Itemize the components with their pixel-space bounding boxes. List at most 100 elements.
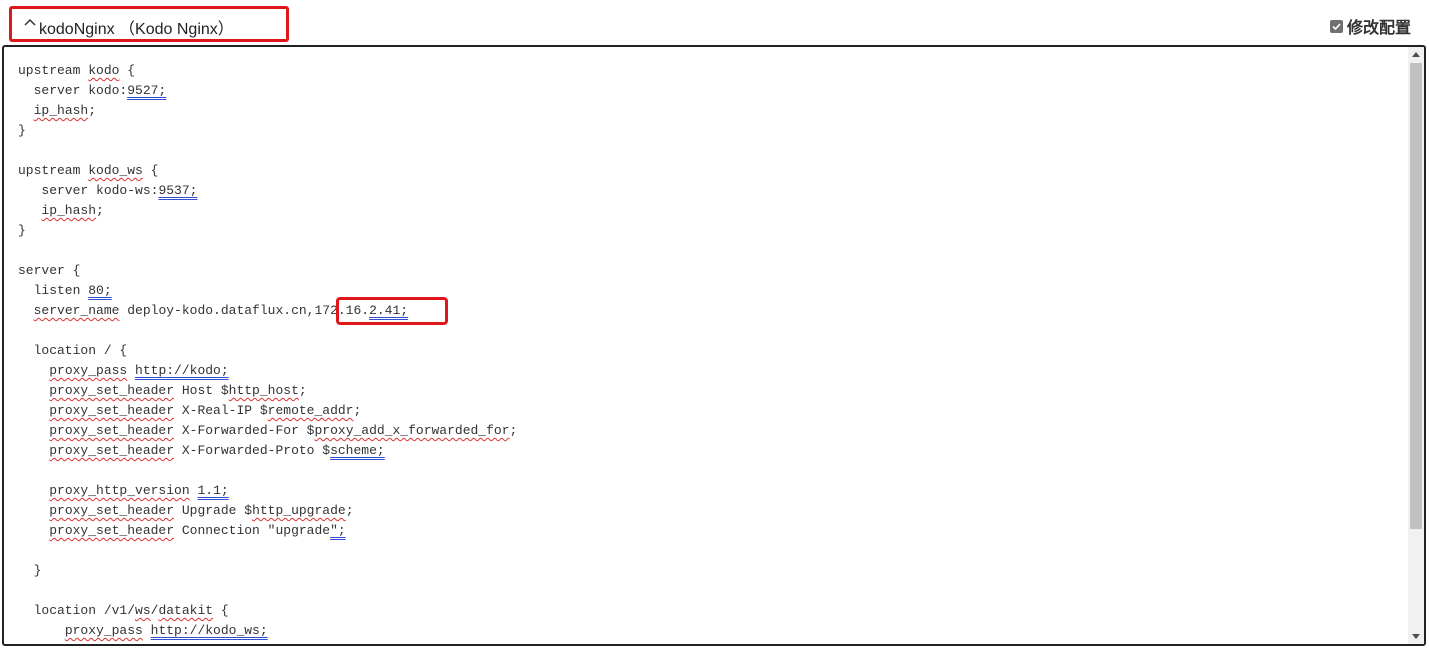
code-token: server { <box>18 263 81 278</box>
code-line[interactable]: proxy_set_header Upgrade $http_upgrade; <box>18 501 517 521</box>
edit-config-label[interactable]: 修改配置 <box>1346 18 1411 37</box>
code-token: http://kodo; <box>135 363 229 378</box>
code-token: upstream <box>18 163 89 178</box>
code-token: http://kodo_ws; <box>150 623 268 638</box>
code-token: { <box>119 63 136 78</box>
code-token: kodo <box>88 63 120 78</box>
code-line[interactable]: } <box>18 221 517 241</box>
code-line[interactable]: } <box>18 121 517 141</box>
code-line[interactable]: proxy_set_header X-Real-IP $remote_addr; <box>18 401 517 421</box>
code-token <box>18 363 49 378</box>
code-line[interactable]: proxy_http_version 1.1; <box>18 481 517 501</box>
code-line[interactable]: location / { <box>18 341 517 361</box>
code-token: "; <box>330 523 346 538</box>
code-token: proxy_set_header <box>49 443 175 458</box>
code-token: scheme; <box>330 443 385 458</box>
code-token: ip_hash <box>41 203 97 218</box>
code-token: 80; <box>88 283 112 298</box>
code-token: server_name <box>33 303 120 318</box>
code-token: ; <box>345 503 354 518</box>
config-code-editor[interactable]: upstream kodo { server kodo:9527; ip_has… <box>2 45 1426 646</box>
code-line[interactable] <box>18 581 517 601</box>
code-token: listen <box>18 283 89 298</box>
code-token: proxy_set_header <box>49 523 175 538</box>
title-highlight-box[interactable]: kodoNginx （Kodo Nginx） <box>9 6 289 42</box>
code-token <box>18 623 65 638</box>
code-token: proxy_set_header <box>49 403 175 418</box>
panel-title: kodoNginx （Kodo Nginx） <box>39 21 234 38</box>
chevron-up-icon[interactable] <box>22 15 38 31</box>
code-token <box>18 383 49 398</box>
code-line[interactable]: upstream kodo_ws { <box>18 161 517 181</box>
code-line[interactable]: proxy_pass http://kodo_ws; <box>18 621 517 641</box>
code-token: proxy_pass <box>49 363 128 378</box>
code-token <box>18 483 49 498</box>
code-token <box>18 303 34 318</box>
vertical-scrollbar[interactable] <box>1408 47 1424 644</box>
code-line[interactable]: proxy_set_header X-Forwarded-Proto $sche… <box>18 441 517 461</box>
scroll-down-arrow-icon[interactable] <box>1412 634 1420 639</box>
scroll-up-arrow-icon[interactable] <box>1412 52 1420 57</box>
code-token: http_host <box>228 383 299 398</box>
code-token <box>18 503 49 518</box>
code-line[interactable]: server_name deploy-kodo.dataflux.cn,172.… <box>18 301 517 321</box>
code-token: proxy_set_header <box>49 383 175 398</box>
config-panel-header: kodoNginx （Kodo Nginx） 修改配置 <box>0 0 1429 46</box>
code-token: 1.1; <box>197 483 229 498</box>
code-line[interactable]: location /v1/ws/datakit { <box>18 601 517 621</box>
code-token: 9527; <box>127 83 167 98</box>
code-token: Host $ <box>174 383 229 398</box>
code-token: datakit <box>158 603 214 618</box>
code-token: server kodo: <box>18 83 128 98</box>
code-token <box>18 203 41 218</box>
code-line[interactable] <box>18 141 517 161</box>
code-line[interactable] <box>18 461 517 481</box>
code-line[interactable]: } <box>18 561 517 581</box>
code-line[interactable]: proxy_pass http://kodo; <box>18 361 517 381</box>
code-token: proxy_set_header <box>49 423 175 438</box>
code-line[interactable]: server kodo:9527; <box>18 81 517 101</box>
code-line[interactable]: upstream kodo { <box>18 61 517 81</box>
code-token: ws <box>135 603 151 618</box>
code-line[interactable] <box>18 241 517 261</box>
code-token: 9537; <box>158 183 198 198</box>
code-token <box>18 423 49 438</box>
code-token: ip_hash <box>33 103 89 118</box>
code-line[interactable]: ip_hash; <box>18 201 517 221</box>
code-line[interactable] <box>18 541 517 561</box>
code-token: X-Real-IP $ <box>174 403 268 418</box>
code-line[interactable]: proxy_set_header Host $http_host; <box>18 381 517 401</box>
code-line[interactable]: server { <box>18 261 517 281</box>
ip-highlight-box <box>336 297 448 325</box>
code-line[interactable]: listen 80; <box>18 281 517 301</box>
code-token: deploy-kodo.dataflux.cn,172.16. <box>119 303 370 318</box>
code-token: { <box>213 603 229 618</box>
code-token: / <box>150 603 159 618</box>
code-token <box>18 523 49 538</box>
code-line[interactable]: proxy_set_header Connection "upgrade"; <box>18 521 517 541</box>
code-token: ; <box>96 203 104 218</box>
scroll-thumb[interactable] <box>1410 63 1422 529</box>
code-token: Upgrade $ <box>174 503 253 518</box>
code-token: server kodo-ws: <box>18 183 159 198</box>
code-token: { <box>142 163 159 178</box>
code-token: ; <box>298 383 307 398</box>
code-token: ; <box>88 103 97 118</box>
code-token: Connection "upgrade <box>174 523 331 538</box>
code-line[interactable]: server kodo-ws:9537; <box>18 181 517 201</box>
code-token <box>18 103 34 118</box>
code-line[interactable]: proxy_set_header X-Forwarded-For $proxy_… <box>18 421 517 441</box>
code-token: proxy_pass <box>64 623 143 638</box>
code-token: remote_addr <box>267 403 354 418</box>
code-token: http_upgrade <box>252 503 346 518</box>
edit-config-toggle[interactable]: 修改配置 <box>1329 14 1411 38</box>
code-token: location / { <box>18 343 128 358</box>
code-line[interactable]: ip_hash; <box>18 101 517 121</box>
code-content[interactable]: upstream kodo { server kodo:9527; ip_has… <box>18 61 517 641</box>
code-token: } <box>18 563 42 578</box>
code-token: ; <box>353 403 362 418</box>
checkbox-checked-icon[interactable] <box>1329 19 1343 33</box>
code-token <box>127 363 135 378</box>
code-token: kodo_ws <box>88 163 143 178</box>
code-token: location /v1/ <box>18 603 136 618</box>
